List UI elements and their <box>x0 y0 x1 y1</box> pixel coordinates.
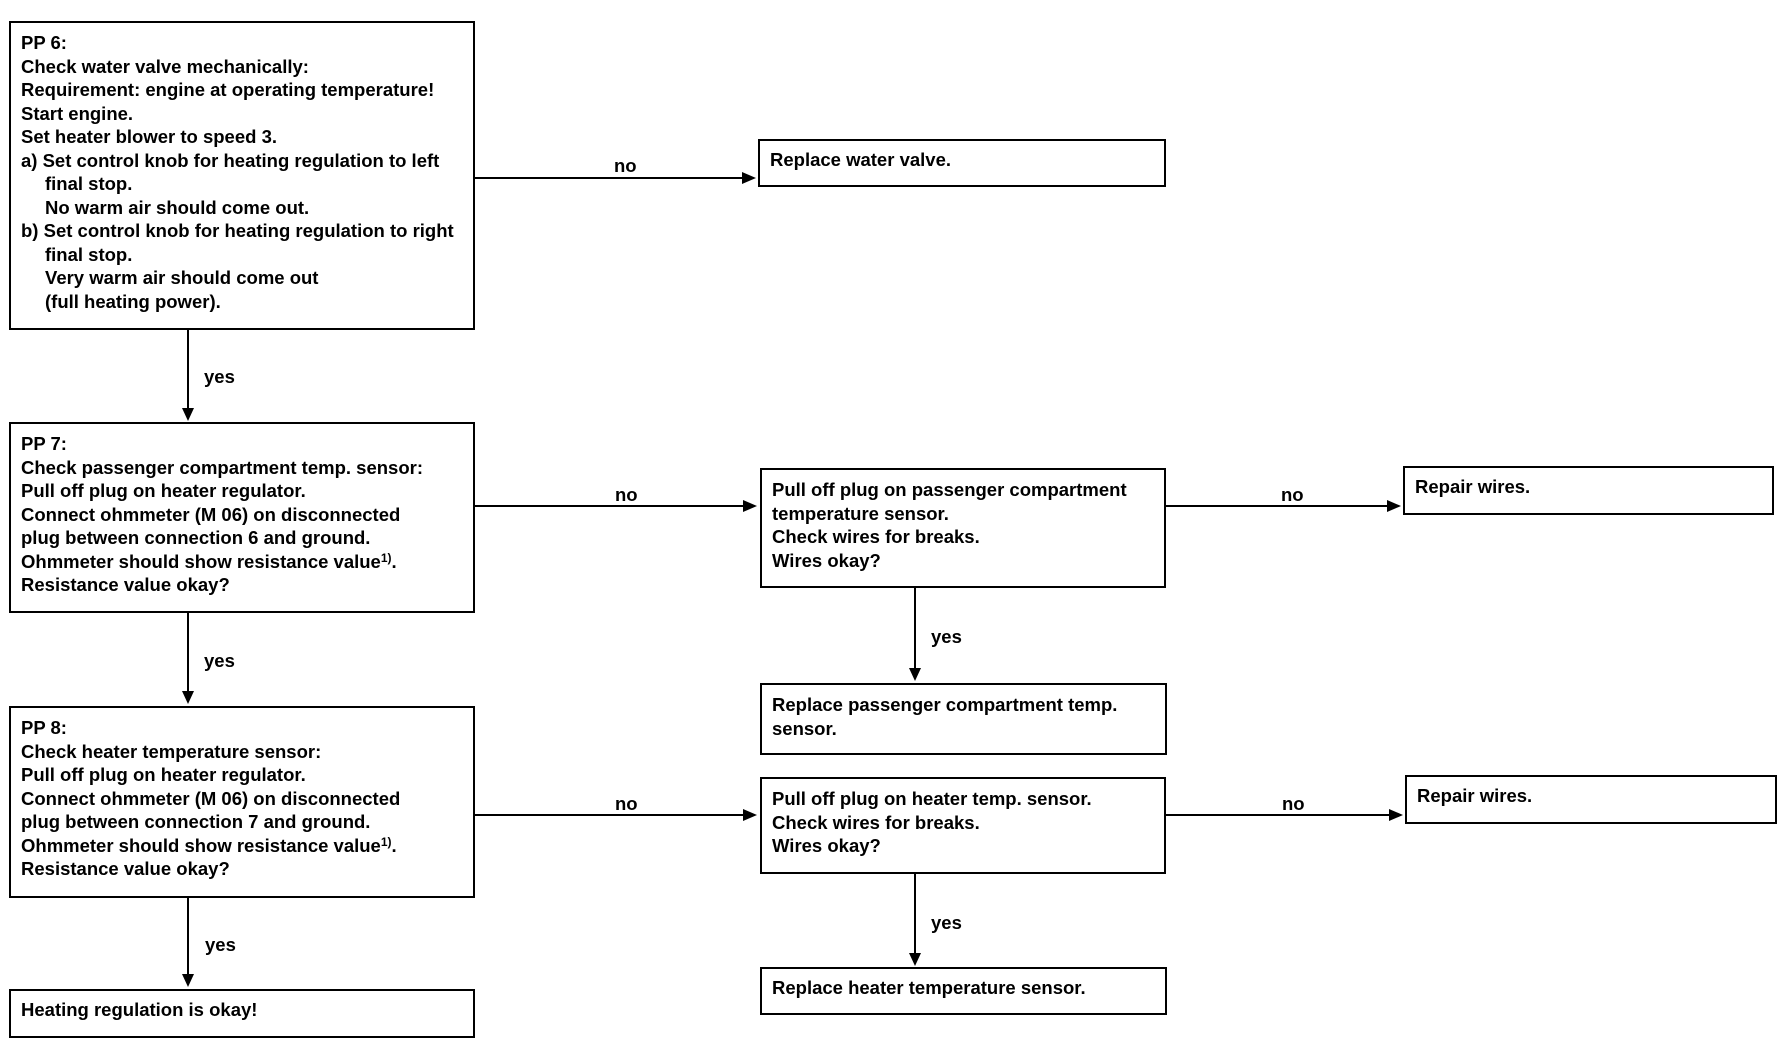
label-pass-wires-yes: yes <box>931 626 962 647</box>
arrowhead-heater-wires-yes <box>909 953 921 966</box>
node-pp8-check-heater-sensor: PP 8: Check heater temperature sensor: P… <box>9 706 475 898</box>
pp7-question: Resistance value okay? <box>21 574 230 595</box>
pass-wires-line-3: Check wires for breaks. <box>772 526 980 547</box>
repair-wires-2-text: Repair wires. <box>1417 785 1533 806</box>
arrowhead-pp6-no <box>742 172 756 184</box>
node-replace-water-valve: Replace water valve. <box>758 139 1166 187</box>
node-repair-wires-1: Repair wires. <box>1403 466 1774 515</box>
pp8-line-3: Connect ohmmeter (M 06) on disconnected <box>21 787 401 809</box>
pp8-line-2: Pull off plug on heater regulator. <box>21 764 306 785</box>
pp8-resistance-line: Ohmmeter should show resistance value1). <box>21 834 463 858</box>
pp8-resistance-text: Ohmmeter should show resistance value <box>21 834 381 856</box>
pp8-line-1: Check heater temperature sensor: <box>21 740 322 762</box>
pass-wires-line-4: Wires okay? <box>772 549 881 571</box>
pass-wires-line-1: Pull off plug on passenger compartment <box>772 479 1127 500</box>
heater-wires-line-1: Pull off plug on heater temp. sensor. <box>772 788 1092 809</box>
arrowhead-heater-wires-no <box>1389 809 1403 821</box>
pp6-step-a-note: No warm air should come out. <box>45 196 310 218</box>
pp6-step-b: b) Set control knob for heating regulati… <box>21 220 454 265</box>
node-repair-wires-2: Repair wires. <box>1405 775 1777 824</box>
pp7-title: PP 7: <box>21 433 67 454</box>
pp6-line-3: Start engine. <box>21 102 134 124</box>
label-pp7-no: no <box>615 484 638 505</box>
node-check-pass-sensor-wires: Pull off plug on passenger compartment t… <box>760 468 1166 588</box>
pass-wires-line-2: temperature sensor. <box>772 502 949 524</box>
pp7-line-4: plug between connection 6 and ground. <box>21 527 371 548</box>
node-replace-pass-sensor: Replace passenger compartment temp. sens… <box>760 683 1167 755</box>
pp8-resistance-end: . <box>391 834 397 856</box>
label-heater-wires-no: no <box>1282 793 1305 814</box>
replace-heater-sensor-text: Replace heater temperature sensor. <box>772 977 1086 998</box>
pp7-resistance-line: Ohmmeter should show resistance value1). <box>21 550 463 574</box>
arrowhead-pp7-yes <box>182 691 194 704</box>
label-pp7-yes: yes <box>204 650 235 671</box>
pp6-title: PP 6: <box>21 32 67 53</box>
arrowhead-pp6-yes <box>182 408 194 421</box>
label-heater-wires-yes: yes <box>931 912 962 933</box>
heating-ok-text: Heating regulation is okay! <box>21 999 258 1020</box>
node-pp6-check-water-valve: PP 6: Check water valve mechanically: Re… <box>9 21 475 330</box>
pp7-resistance-text: Ohmmeter should show resistance value <box>21 550 381 572</box>
pp6-line-1: Check water valve mechanically: <box>21 55 309 77</box>
pp6-step-b-note-2: (full heating power). <box>45 290 221 312</box>
label-pp6-no: no <box>614 155 637 176</box>
arrowhead-pass-wires-yes <box>909 668 921 681</box>
pp7-line-1: Check passenger compartment temp. sensor… <box>21 456 423 478</box>
arrowhead-pp8-no <box>743 809 757 821</box>
arrowhead-pp7-no <box>743 500 757 512</box>
pp8-title: PP 8: <box>21 717 67 738</box>
node-replace-heater-sensor: Replace heater temperature sensor. <box>760 967 1167 1015</box>
pp7-line-2: Pull off plug on heater regulator. <box>21 480 306 501</box>
replace-pass-sensor-line-1: Replace passenger compartment temp. <box>772 694 1118 715</box>
pp8-question: Resistance value okay? <box>21 858 230 879</box>
pp8-line-4: plug between connection 7 and ground. <box>21 811 371 832</box>
pp6-line-4: Set heater blower to speed 3. <box>21 126 277 147</box>
replace-pass-sensor-line-2: sensor. <box>772 717 837 739</box>
replace-water-valve-text: Replace water valve. <box>770 149 951 170</box>
heater-wires-line-3: Wires okay? <box>772 835 881 856</box>
heater-wires-line-2: Check wires for breaks. <box>772 811 980 833</box>
pp6-step-b-note-1: Very warm air should come out <box>45 267 319 288</box>
pp8-footnote-marker: 1) <box>380 834 392 849</box>
label-pp6-yes: yes <box>204 366 235 387</box>
label-pass-wires-no: no <box>1281 484 1304 505</box>
repair-wires-1-text: Repair wires. <box>1415 476 1531 497</box>
arrowhead-pass-wires-no <box>1387 500 1401 512</box>
pp6-step-a: a) Set control knob for heating regulati… <box>21 149 440 195</box>
arrowhead-pp8-yes <box>182 974 194 987</box>
node-pp7-check-pass-sensor: PP 7: Check passenger compartment temp. … <box>9 422 475 613</box>
pp7-footnote-marker: 1) <box>380 550 392 565</box>
label-pp8-no: no <box>615 793 638 814</box>
pp7-resistance-end: . <box>391 550 397 572</box>
pp7-line-3: Connect ohmmeter (M 06) on disconnected <box>21 503 401 525</box>
pp6-line-2: Requirement: engine at operating tempera… <box>21 79 435 100</box>
node-check-heater-sensor-wires: Pull off plug on heater temp. sensor. Ch… <box>760 777 1166 874</box>
node-heating-regulation-ok: Heating regulation is okay! <box>9 989 475 1038</box>
label-pp8-yes: yes <box>205 934 236 955</box>
